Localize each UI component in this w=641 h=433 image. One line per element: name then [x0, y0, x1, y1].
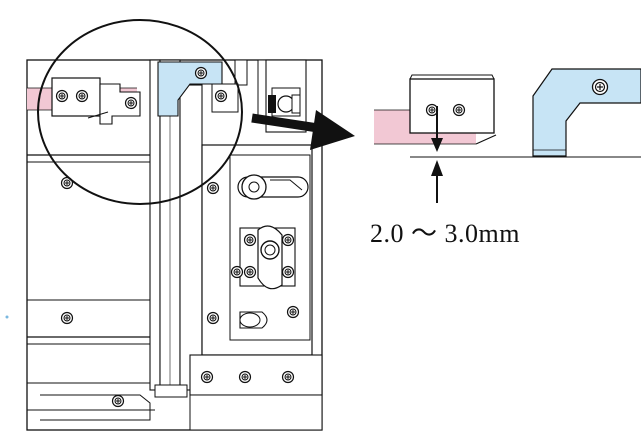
detail-view [374, 68, 641, 203]
gap-measurement-label: 2.0 ～ 3.0mm [370, 219, 520, 248]
detail-callout-circle [37, 19, 243, 205]
detail-carriage [532, 68, 641, 157]
machine-overview [5, 19, 323, 431]
detail-arrow [251, 110, 355, 150]
head-block [409, 78, 495, 134]
